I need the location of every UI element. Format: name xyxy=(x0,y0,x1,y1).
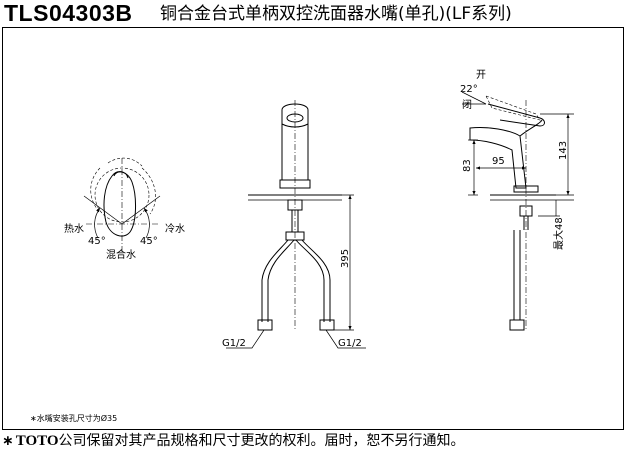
fitting-right xyxy=(319,319,335,331)
angle-left-label: 45° xyxy=(88,236,106,247)
cold-water-label: 冷水 xyxy=(165,222,185,235)
dim-95: 95 xyxy=(492,156,505,167)
mounting-hole-note: ∗水嘴安装孔尺寸为Ø35 xyxy=(30,414,118,423)
leader-left xyxy=(226,329,265,349)
leader-right xyxy=(325,329,366,349)
hose-right xyxy=(295,239,325,322)
lever-open-position xyxy=(485,95,541,121)
faucet-base xyxy=(279,179,311,189)
dim-max-48: 最大48 xyxy=(552,217,565,250)
lever-right-position xyxy=(141,167,156,215)
close-label: 闭 xyxy=(462,98,472,111)
thread-right-label: G1/2 xyxy=(338,338,362,349)
product-description: 铜合金台式单柄双控洗面器水嘴(单孔)(LF系列) xyxy=(160,4,512,24)
model-number: TLS04303B xyxy=(4,0,133,26)
mounting-nut xyxy=(287,199,303,211)
lever-angle-label: 22° xyxy=(460,84,478,95)
disclaimer-text: 公司保留对其产品规格和尺寸更改的权利。届时，恕不另行通知。 xyxy=(58,433,465,449)
thread-left-label: G1/2 xyxy=(222,338,246,349)
dim-143: 143 xyxy=(558,141,569,160)
angle-right-label: 45° xyxy=(140,236,158,247)
faucet-body xyxy=(281,103,309,181)
top-view: 热水 冷水 45° 45° 混合水 xyxy=(64,157,185,261)
lever-left-position xyxy=(90,167,101,211)
lever xyxy=(487,103,545,127)
footer-star: ∗ xyxy=(2,433,14,449)
hot-water-label: 热水 xyxy=(64,222,84,235)
front-view: 395 G1/2 G1/2 xyxy=(222,100,366,349)
disclaimer: ∗TOTO公司保留对其产品规格和尺寸更改的权利。届时，恕不另行通知。 xyxy=(2,432,465,450)
handle-outline xyxy=(103,171,136,237)
spout-body xyxy=(469,127,527,189)
open-label: 开 xyxy=(476,70,486,81)
drawing-frame xyxy=(2,27,624,430)
side-view: 开 22° 闭 83 95 143 最大48 xyxy=(460,70,574,331)
brand-name: TOTO xyxy=(15,433,59,449)
mixed-water-label: 混合水 xyxy=(106,248,136,261)
dim-395: 395 xyxy=(340,249,351,268)
dim-83: 83 xyxy=(462,159,473,172)
fitting-left xyxy=(257,319,273,331)
hose-left xyxy=(261,239,289,322)
